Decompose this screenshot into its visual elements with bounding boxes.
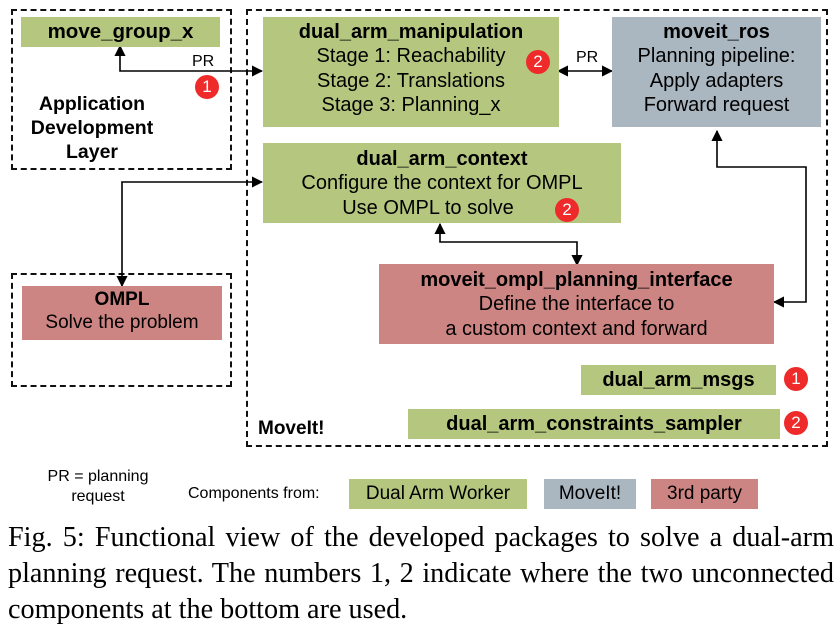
legend-third-party: 3rd party bbox=[651, 479, 758, 509]
node-ompl-interface-line: Define the interface to bbox=[478, 293, 675, 316]
legend-moveit: MoveIt! bbox=[544, 479, 636, 509]
node-ompl-line: Solve the problem bbox=[45, 312, 199, 334]
pr-label-right: PR bbox=[576, 49, 599, 66]
node-ompl: OMPL Solve the problem bbox=[22, 286, 222, 340]
legend-dual-arm-worker: Dual Arm Worker bbox=[349, 479, 527, 509]
edge-context-omplinterface bbox=[434, 222, 583, 267]
figure-caption: Fig. 5: Functional view of the developed… bbox=[8, 522, 834, 625]
node-ompl-title: OMPL bbox=[94, 289, 150, 310]
node-dual-arm-constraints-sampler: dual_arm_constraints_sampler bbox=[408, 409, 780, 439]
node-moveit-ros-line: Apply adapters bbox=[649, 69, 784, 92]
node-context-title: dual_arm_context bbox=[356, 148, 528, 170]
legend-components-label: Components from: bbox=[188, 485, 320, 502]
badge-2-context: 2 bbox=[555, 198, 579, 222]
node-manipulation-line: Stage 3: Planning_x bbox=[321, 94, 501, 117]
node-msgs-title: dual_arm_msgs bbox=[602, 369, 755, 391]
badge-1-movegroup-edge: 1 bbox=[195, 75, 219, 99]
edge-context-ompl bbox=[116, 176, 264, 288]
node-context-line: Use OMPL to solve bbox=[342, 196, 514, 219]
pr-label-left: PR bbox=[192, 53, 215, 70]
node-moveit-ompl-planning-interface: moveit_ompl_planning_interface Define th… bbox=[379, 264, 774, 344]
node-dual-arm-context: dual_arm_context Configure the context f… bbox=[263, 143, 621, 223]
node-manipulation-line: Stage 1: Reachability bbox=[316, 45, 506, 68]
node-dual-arm-msgs: dual_arm_msgs bbox=[581, 365, 776, 395]
node-move-group-title: move_group_x bbox=[47, 20, 194, 43]
node-sampler-title: dual_arm_constraints_sampler bbox=[446, 413, 742, 435]
badge-2-sampler: 2 bbox=[784, 411, 808, 435]
edge-movegroup-manipulation bbox=[114, 44, 264, 77]
badge-2-reachability: 2 bbox=[526, 50, 550, 74]
moveit-region-label: MoveIt! bbox=[258, 418, 325, 439]
badge-1-msgs: 1 bbox=[784, 367, 808, 391]
legend-pr-note: PR = planning request bbox=[47, 468, 149, 505]
node-context-line: Configure the context for OMPL bbox=[301, 172, 583, 195]
node-move-group: move_group_x bbox=[21, 17, 220, 47]
node-moveit-ros-title: moveit_ros bbox=[663, 21, 770, 43]
application-layer-label: Application Development Layer bbox=[30, 93, 154, 163]
node-ompl-interface-line: a custom context and forward bbox=[445, 317, 708, 340]
node-manipulation-line: Stage 2: Translations bbox=[317, 69, 505, 92]
node-moveit-ros-line: Planning pipeline: bbox=[637, 45, 796, 68]
node-dual-arm-manipulation: dual_arm_manipulation Stage 1: Reachabil… bbox=[263, 17, 559, 127]
node-manipulation-title: dual_arm_manipulation bbox=[298, 21, 524, 43]
edge-moveitros-omplinterface bbox=[711, 129, 807, 308]
node-moveit-ros-line: Forward request bbox=[643, 94, 790, 117]
node-moveit-ros: moveit_ros Planning pipeline: Apply adap… bbox=[612, 17, 821, 127]
node-ompl-interface-title: moveit_ompl_planning_interface bbox=[420, 269, 733, 291]
application-layer-region bbox=[11, 9, 232, 170]
